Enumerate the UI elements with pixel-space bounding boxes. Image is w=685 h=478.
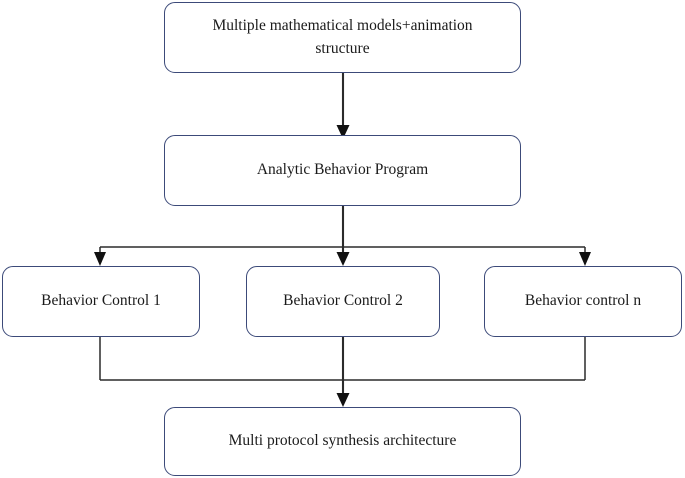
node-behavior-control-1[interactable]: Behavior Control 1 (2, 266, 200, 337)
arrowhead-to-control1 (94, 252, 106, 266)
arrowhead-models-to-analytic (336, 125, 350, 139)
node-models-label: Multiple mathematical models+animation s… (212, 17, 473, 57)
node-analytic-behavior-program[interactable]: Analytic Behavior Program (164, 135, 521, 206)
node-behavior-control-2[interactable]: Behavior Control 2 (246, 266, 440, 337)
node-models[interactable]: Multiple mathematical models+animation s… (164, 2, 521, 73)
node-analytic-behavior-program-label: Analytic Behavior Program (256, 161, 429, 179)
arrowhead-to-synthesis (336, 393, 350, 407)
node-behavior-control-2-label: Behavior Control 2 (283, 292, 403, 310)
node-behavior-control-n-label: Behavior control n (524, 292, 642, 310)
node-behavior-control-1-label: Behavior Control 1 (41, 292, 161, 310)
node-behavior-control-n[interactable]: Behavior control n (484, 266, 682, 337)
arrowhead-to-controln (579, 252, 591, 266)
node-multi-protocol-synthesis[interactable]: Multi protocol synthesis architecture (164, 407, 521, 476)
node-multi-protocol-synthesis-label: Multi protocol synthesis architecture (228, 432, 457, 450)
arrowhead-to-control2 (336, 252, 350, 266)
